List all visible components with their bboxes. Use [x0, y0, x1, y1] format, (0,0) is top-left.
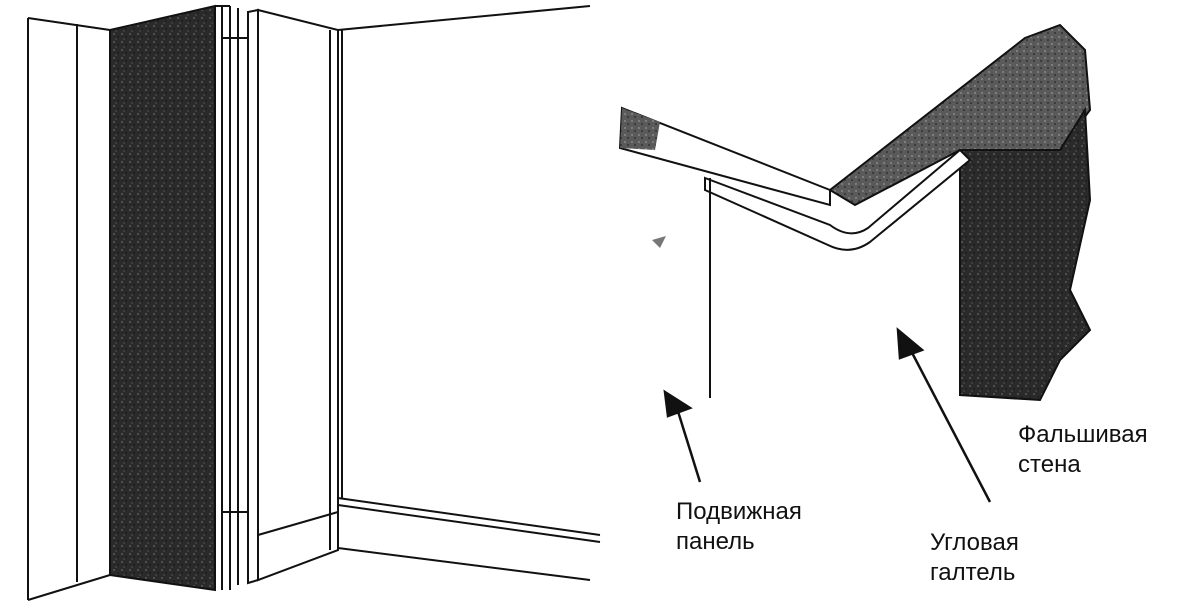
label-line: стена	[1018, 451, 1081, 478]
label-corner-fillet: Угловая галтель	[930, 528, 1019, 588]
baseboard-top	[337, 497, 601, 536]
panel-bottom-line	[27, 574, 111, 601]
label-line: Фальшивая	[1018, 421, 1148, 448]
label-line: Подвижная	[676, 498, 802, 525]
label-line: галтель	[930, 559, 1016, 586]
arrowhead	[663, 389, 693, 418]
left-scene	[27, 4, 601, 601]
panel-top-line	[27, 17, 111, 31]
panel-base-line	[257, 511, 339, 536]
folding-panel-face	[257, 8, 339, 582]
stray-mark	[652, 236, 666, 248]
arrow-movable-panel	[674, 404, 702, 483]
label-false-wall: Фальшивая стена	[1018, 420, 1148, 480]
ceiling-line	[337, 5, 591, 31]
arrowhead	[896, 327, 925, 360]
false-wall-body	[959, 106, 1092, 402]
label-movable-panel: Подвижная панель	[676, 497, 802, 557]
panel-edge	[247, 8, 259, 585]
floor-line	[337, 547, 591, 581]
label-line: панель	[676, 528, 755, 555]
arrows	[663, 327, 992, 503]
label-line: Угловая	[930, 529, 1019, 556]
dark-panel-face	[109, 4, 216, 592]
baseboard-line	[337, 504, 601, 543]
panel-strip-texture	[620, 108, 660, 150]
right-scene	[618, 23, 1092, 402]
arrow-corner-fillet	[906, 344, 992, 503]
corner-fillet-strip	[704, 148, 972, 251]
